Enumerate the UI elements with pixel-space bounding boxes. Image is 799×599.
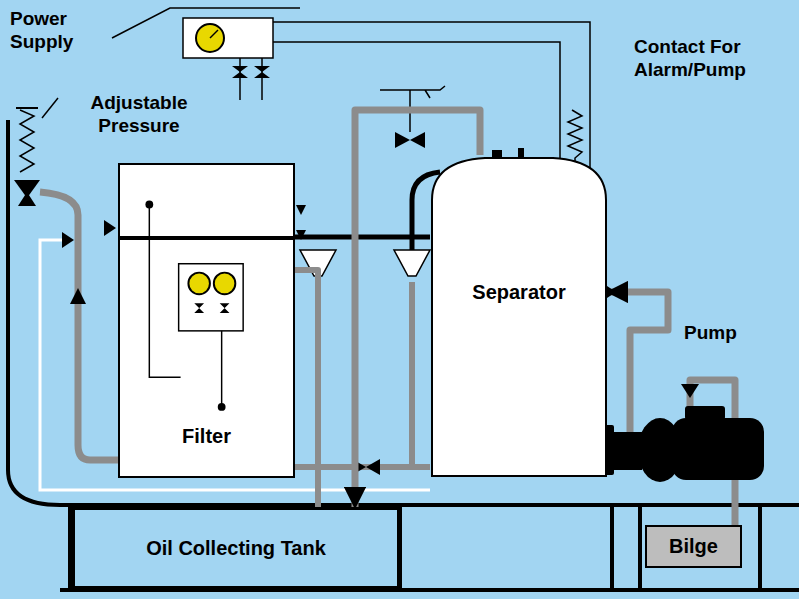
top-valve bbox=[380, 86, 445, 148]
hull-frame bbox=[8, 120, 799, 505]
outlet-pipe bbox=[40, 192, 118, 460]
tank-compartment: Oil Collecting Tank bbox=[72, 507, 400, 589]
valve-symbol bbox=[296, 205, 306, 215]
filter-details bbox=[221, 331, 222, 407]
hull-frame bbox=[8, 120, 799, 590]
pressure-valve bbox=[14, 108, 40, 206]
separator-vessel: Separator bbox=[430, 155, 608, 478]
separator-outline bbox=[432, 158, 606, 476]
pump-symbol bbox=[672, 418, 764, 480]
pipe-connector bbox=[295, 270, 318, 507]
pump-symbol bbox=[598, 406, 764, 482]
power-label: Power Supply bbox=[10, 8, 115, 54]
power-supply-box bbox=[239, 58, 241, 100]
pipe-connector bbox=[295, 235, 430, 240]
filter-details bbox=[179, 264, 244, 331]
flow-arrow bbox=[681, 384, 699, 398]
power-supply-box bbox=[196, 24, 224, 52]
power-supply-box bbox=[183, 18, 273, 58]
contact-label: Contact For Alarm/Pump bbox=[634, 36, 794, 82]
pressure-valve bbox=[18, 192, 36, 206]
top-valve bbox=[395, 132, 410, 148]
hull-frame bbox=[610, 505, 614, 590]
pump-label: Pump bbox=[684, 322, 774, 345]
valve-symbol bbox=[62, 232, 74, 248]
filter-details bbox=[220, 303, 230, 313]
separator-outline bbox=[430, 155, 608, 478]
power-supply-box bbox=[210, 30, 218, 38]
node-label: Bilge bbox=[669, 535, 718, 558]
power-supply-box bbox=[232, 66, 248, 78]
pump-symbol bbox=[685, 406, 725, 420]
flow-arrow bbox=[70, 288, 86, 304]
pump-symbol bbox=[612, 432, 642, 470]
hull-frame bbox=[638, 505, 642, 590]
filter-details bbox=[218, 403, 226, 411]
flow-arrow bbox=[70, 288, 86, 304]
node-label: Filter bbox=[182, 425, 231, 448]
valve-symbol bbox=[104, 220, 116, 236]
pressure-label: Adjustable Pressure bbox=[64, 92, 214, 138]
flow-arrow bbox=[681, 384, 699, 398]
top-valve bbox=[410, 132, 425, 148]
filter-unit: Filter bbox=[118, 163, 295, 478]
filter-details bbox=[188, 273, 210, 295]
power-supply-box bbox=[261, 58, 263, 100]
hull-frame bbox=[758, 505, 762, 590]
top-valve bbox=[380, 86, 445, 98]
filter-details bbox=[149, 204, 180, 377]
drain-valve bbox=[366, 459, 380, 475]
wiring bbox=[42, 98, 58, 118]
nozzle bbox=[518, 148, 524, 158]
node-label: Separator bbox=[472, 281, 565, 304]
drain-line bbox=[409, 282, 415, 467]
nozzle bbox=[492, 150, 502, 158]
pressure-valve bbox=[16, 107, 38, 109]
filter-details bbox=[194, 303, 204, 313]
pressure-valve bbox=[20, 110, 34, 172]
power-supply-box bbox=[183, 18, 273, 100]
outlet-pipe bbox=[40, 192, 118, 460]
node-label: Oil Collecting Tank bbox=[146, 537, 326, 560]
bilge-well: Bilge bbox=[645, 525, 742, 568]
funnel bbox=[394, 250, 430, 276]
nozzle bbox=[607, 286, 616, 298]
filter-details bbox=[120, 236, 293, 240]
filter-details bbox=[214, 273, 236, 295]
